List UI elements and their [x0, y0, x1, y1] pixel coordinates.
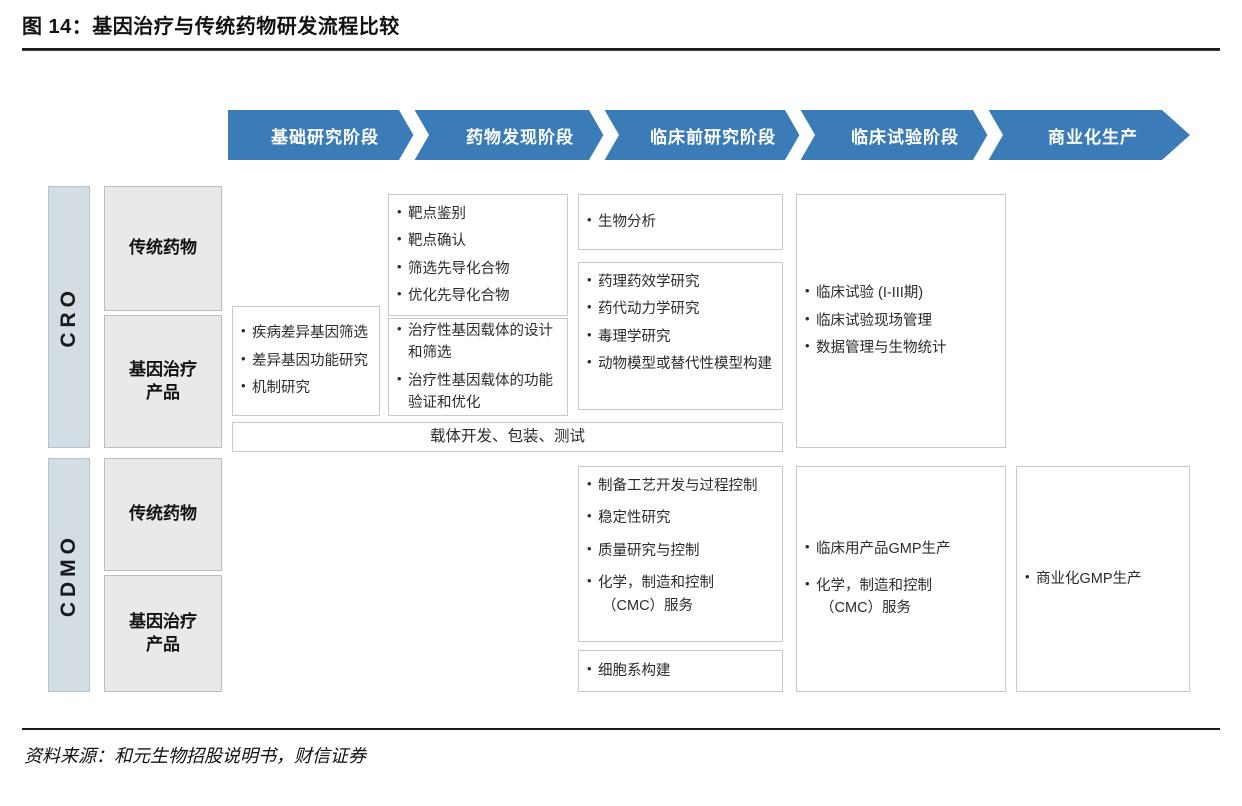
list-item: 药代动力学研究	[587, 297, 774, 320]
group-band-label: CRO	[57, 286, 80, 348]
cell-cro-vector-development-bar: 载体开发、包装、测试	[232, 422, 783, 452]
bullet-list: 靶点鉴别 靶点确认 筛选先导化合物 优化先导化合物	[397, 202, 559, 308]
stage-chevron-drug-discovery[interactable]: 药物发现阶段	[428, 110, 618, 160]
stage-banner: 基础研究阶段 药物发现阶段 临床前研究阶段 临床试验阶段 商业化生产	[228, 110, 1190, 160]
list-item: 数据管理与生物统计	[805, 336, 997, 359]
bullet-list: 临床用产品GMP生产 化学，制造和控制 （CMC）服务	[805, 537, 997, 620]
list-item: 靶点鉴别	[397, 202, 559, 225]
list-item: 质量研究与控制	[587, 539, 774, 562]
bullet-list: 制备工艺开发与过程控制 稳定性研究 质量研究与控制 化学，制造和控制 （CMC）…	[587, 474, 774, 617]
list-item: 临床试验 (I-III期)	[805, 281, 997, 304]
row-label-text: 基因治疗产品	[129, 612, 197, 654]
group-band-cdmo: CDMO	[48, 458, 90, 692]
cell-cro-gene-drug-discovery: 治疗性基因载体的设计和筛选 治疗性基因载体的功能验证和优化	[388, 318, 568, 416]
list-item: 机制研究	[241, 376, 371, 399]
group-band-cro: CRO	[48, 186, 90, 448]
cell-cdmo-preclinical-process: 制备工艺开发与过程控制 稳定性研究 质量研究与控制 化学，制造和控制 （CMC）…	[578, 466, 783, 642]
row-label-cro-traditional: 传统药物	[104, 186, 222, 311]
list-item: 商业化GMP生产	[1025, 567, 1181, 590]
list-item: 治疗性基因载体的设计和筛选	[397, 319, 559, 365]
stage-label: 商业化生产	[1048, 127, 1138, 147]
row-label-cdmo-traditional: 传统药物	[104, 458, 222, 571]
list-item: 优化先导化合物	[397, 284, 559, 307]
row-label-text: 传统药物	[129, 238, 197, 258]
row-label-cro-gene: 基因治疗产品	[104, 315, 222, 448]
list-item: 药理药效学研究	[587, 270, 774, 293]
list-item: 动物模型或替代性模型构建	[587, 352, 774, 375]
list-item: 差异基因功能研究	[241, 349, 371, 372]
cell-cro-traditional-drug-discovery: 靶点鉴别 靶点确认 筛选先导化合物 优化先导化合物	[388, 194, 568, 316]
stage-label: 临床前研究阶段	[650, 127, 776, 147]
cell-cro-preclinical-bioanalysis: 生物分析	[578, 194, 783, 250]
cell-cdmo-cell-line-construction: 细胞系构建	[578, 650, 783, 692]
bullet-list: 细胞系构建	[587, 659, 774, 682]
footer-divider	[22, 728, 1220, 730]
row-label-text: 传统药物	[129, 504, 197, 524]
stage-label: 基础研究阶段	[271, 127, 379, 147]
list-item: 筛选先导化合物	[397, 257, 559, 280]
list-item: 治疗性基因载体的功能验证和优化	[397, 369, 559, 415]
stage-label: 药物发现阶段	[466, 127, 574, 147]
list-item: 靶点确认	[397, 229, 559, 252]
cell-cro-preclinical-studies: 药理药效学研究 药代动力学研究 毒理学研究 动物模型或替代性模型构建	[578, 262, 783, 410]
list-item: 制备工艺开发与过程控制	[587, 474, 774, 497]
list-item: 临床用产品GMP生产	[805, 537, 997, 560]
cell-cdmo-commercial-gmp: 商业化GMP生产	[1016, 466, 1190, 692]
title-block: 图 14：基因治疗与传统药物研发流程比较	[22, 10, 1222, 39]
list-item: 疾病差异基因筛选	[241, 321, 371, 344]
stage-chevron-commercialization[interactable]: 商业化生产	[1002, 110, 1190, 160]
list-item: 毒理学研究	[587, 325, 774, 348]
list-item: 化学，制造和控制 （CMC）服务	[587, 571, 774, 617]
list-item: 生物分析	[587, 210, 774, 233]
cell-cdmo-clinical-gmp: 临床用产品GMP生产 化学，制造和控制 （CMC）服务	[796, 466, 1006, 692]
row-label-cdmo-gene: 基因治疗产品	[104, 575, 222, 692]
row-label-text: 基因治疗产品	[129, 360, 197, 402]
cell-cro-gene-basic-research: 疾病差异基因筛选 差异基因功能研究 机制研究	[232, 306, 380, 416]
list-item: 稳定性研究	[587, 506, 774, 529]
page-title: 图 14：基因治疗与传统药物研发流程比较	[22, 16, 400, 38]
bullet-list: 临床试验 (I-III期) 临床试验现场管理 数据管理与生物统计	[805, 281, 997, 359]
title-divider	[22, 48, 1220, 51]
group-band-label: CDMO	[57, 532, 80, 618]
bullet-list: 生物分析	[587, 210, 774, 233]
bullet-list: 疾病差异基因筛选 差异基因功能研究 机制研究	[241, 321, 371, 399]
bullet-list: 商业化GMP生产	[1025, 567, 1181, 590]
source-note: 资料来源：和元生物招股说明书，财信证券	[24, 746, 366, 766]
stage-chevron-clinical-trial[interactable]: 临床试验阶段	[814, 110, 1002, 160]
list-item: 临床试验现场管理	[805, 309, 997, 332]
bar-text: 载体开发、包装、测试	[429, 428, 585, 445]
stage-label: 临床试验阶段	[851, 127, 959, 147]
stage-chevron-preclinical[interactable]: 临床前研究阶段	[618, 110, 814, 160]
list-item: 化学，制造和控制 （CMC）服务	[805, 574, 997, 620]
bullet-list: 药理药效学研究 药代动力学研究 毒理学研究 动物模型或替代性模型构建	[587, 270, 774, 376]
bullet-list: 治疗性基因载体的设计和筛选 治疗性基因载体的功能验证和优化	[397, 319, 559, 415]
cell-cro-clinical-trials: 临床试验 (I-III期) 临床试验现场管理 数据管理与生物统计	[796, 194, 1006, 448]
list-item: 细胞系构建	[587, 659, 774, 682]
stage-chevron-basic-research[interactable]: 基础研究阶段	[228, 110, 428, 160]
